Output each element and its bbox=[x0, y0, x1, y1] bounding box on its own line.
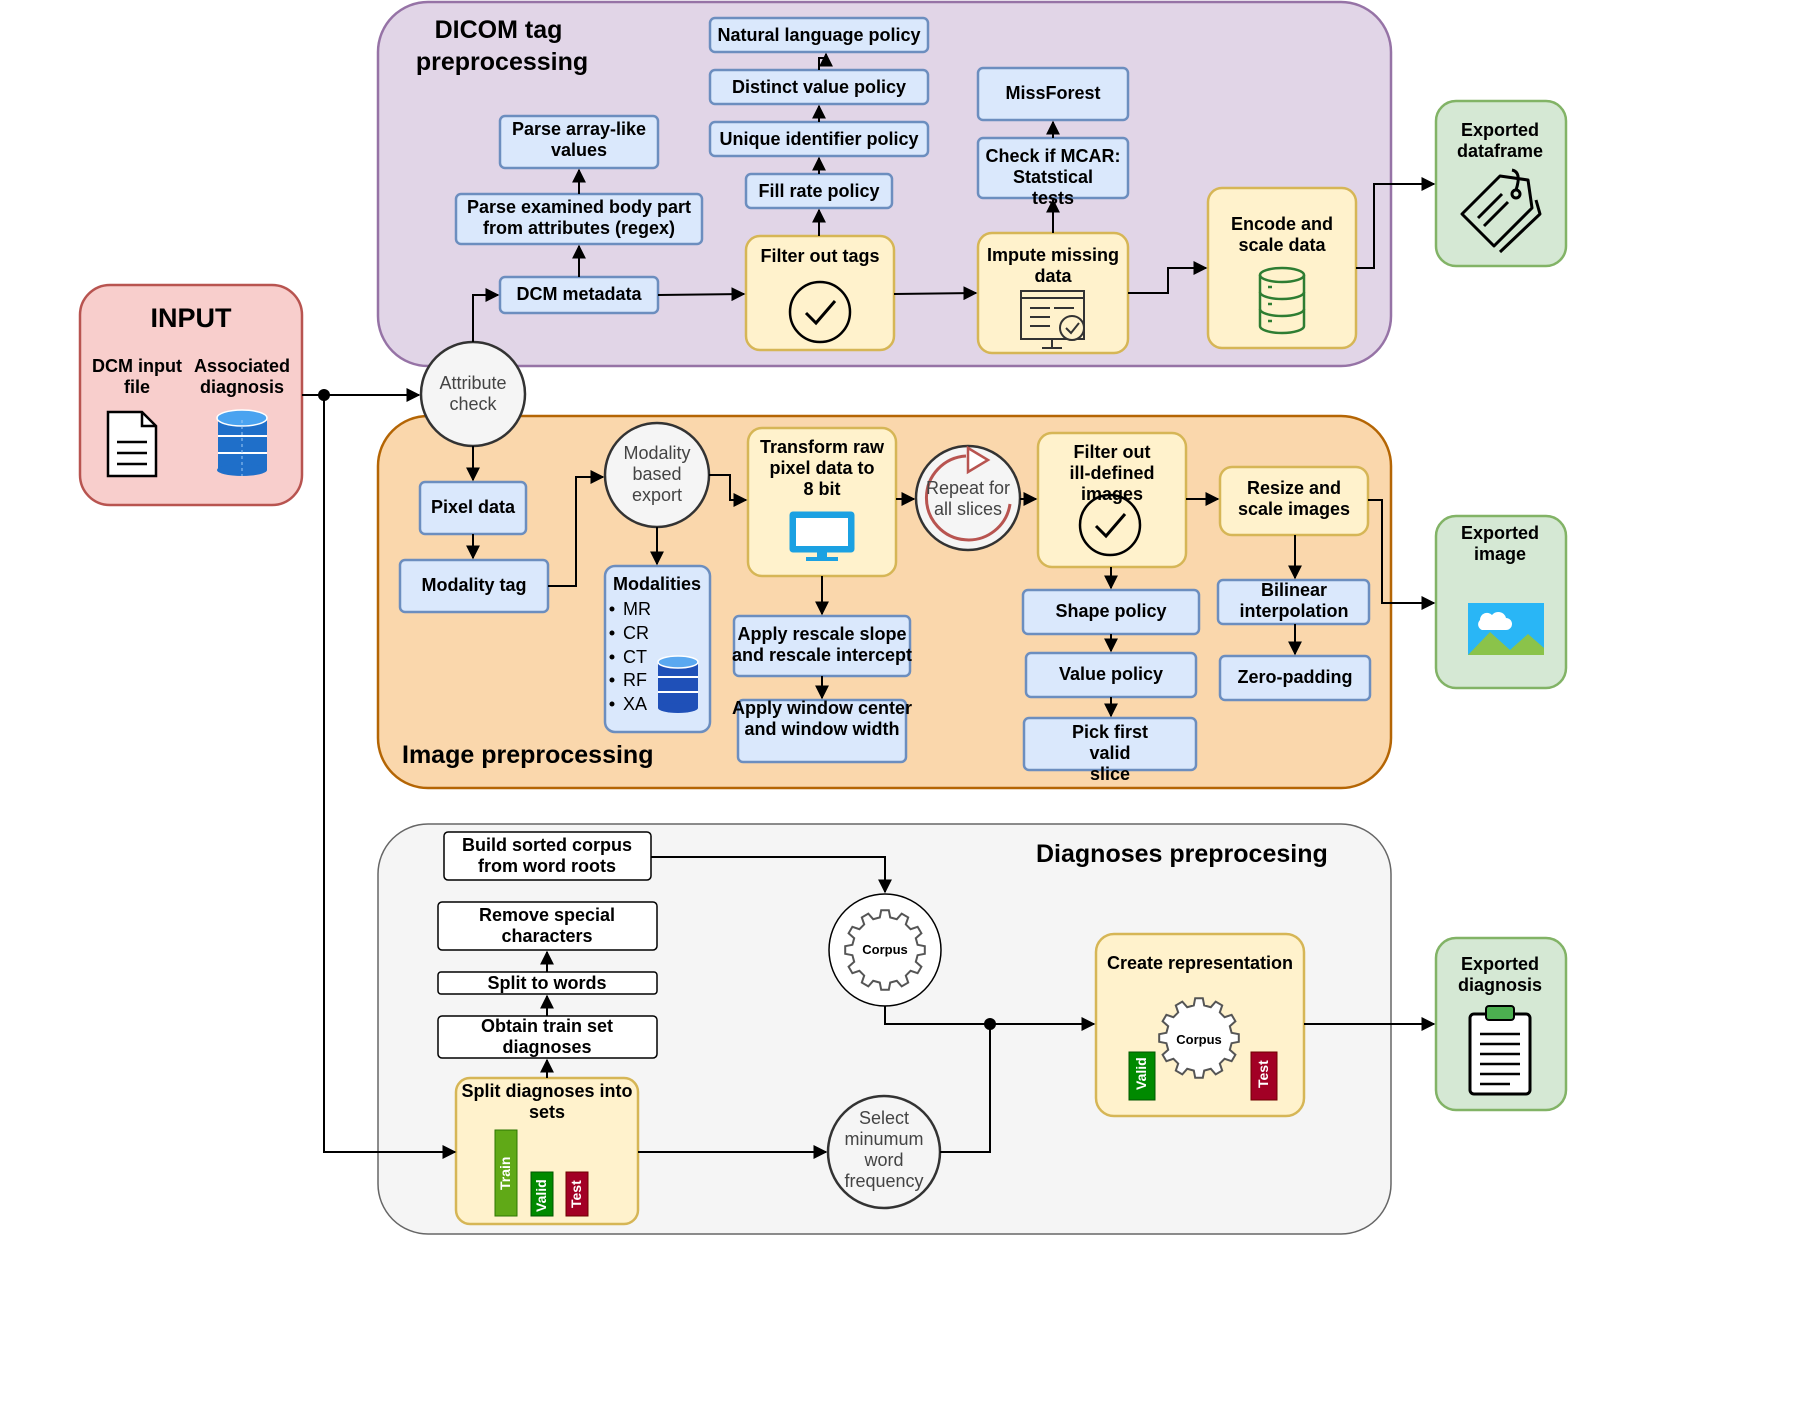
svg-text:MR: MR bbox=[623, 599, 651, 619]
document-icon bbox=[106, 410, 158, 478]
database-icon bbox=[216, 409, 268, 476]
svg-text:Natural language policy: Natural language policy bbox=[717, 25, 920, 45]
svg-text:MissForest: MissForest bbox=[1005, 83, 1100, 103]
valid-bar: Valid bbox=[1128, 1051, 1156, 1101]
gear-icon bbox=[1158, 997, 1240, 1079]
monitor-icon bbox=[789, 511, 855, 561]
svg-text:Corpus: Corpus bbox=[862, 942, 908, 957]
valid-bar: Valid bbox=[530, 1171, 554, 1217]
window-box bbox=[736, 698, 908, 764]
svg-text:Valid: Valid bbox=[533, 1179, 549, 1212]
exported-dataframe-box bbox=[1434, 99, 1568, 268]
svg-text:Value policy: Value policy bbox=[1059, 664, 1163, 684]
svg-text:Create representation: Create representation bbox=[1107, 953, 1293, 973]
database-icon bbox=[657, 655, 699, 713]
svg-text:Zero-padding: Zero-padding bbox=[1238, 667, 1353, 687]
svg-text:Modalities: Modalities bbox=[613, 574, 701, 594]
test-bar: Test bbox=[565, 1171, 589, 1217]
natural-language-policy-box bbox=[708, 16, 930, 54]
svg-text:CR: CR bbox=[623, 623, 649, 643]
svg-text:Shape policy: Shape policy bbox=[1055, 601, 1166, 621]
svg-text:Test: Test bbox=[1255, 1060, 1271, 1088]
pipeline-diagram: DICOM tag preprocessing Image preprocess… bbox=[78, 0, 1568, 1235]
svg-text:Pixel data: Pixel data bbox=[431, 497, 516, 517]
svg-text:Unique identifier policy: Unique identifier policy bbox=[719, 129, 918, 149]
check-circle-icon bbox=[788, 280, 852, 344]
svg-text:DCM metadata: DCM metadata bbox=[516, 284, 642, 304]
modalities-list: MR CR CT RF XA bbox=[609, 599, 651, 714]
svg-text:Fill rate policy: Fill rate policy bbox=[758, 181, 879, 201]
image-icon bbox=[1468, 603, 1544, 655]
zero-padding-box bbox=[1218, 654, 1372, 702]
gear-icon bbox=[844, 909, 926, 991]
svg-text:Split to words: Split to words bbox=[488, 973, 607, 993]
remove-special-box bbox=[437, 901, 658, 951]
check-circle-icon bbox=[1078, 493, 1142, 557]
svg-text:Filter out tags: Filter out tags bbox=[760, 246, 879, 266]
train-bar: Train bbox=[494, 1129, 518, 1217]
image-group-title: Image preprocessing bbox=[402, 741, 653, 769]
price-tag-icon bbox=[1460, 168, 1542, 254]
missforest-box bbox=[976, 66, 1130, 122]
svg-text:RF: RF bbox=[623, 670, 647, 690]
svg-text:XA: XA bbox=[623, 694, 647, 714]
database-stack-icon bbox=[1258, 266, 1306, 335]
connectors bbox=[302, 52, 1436, 1159]
svg-text:Distinct value policy: Distinct value policy bbox=[732, 77, 906, 97]
refresh-icon bbox=[924, 445, 1012, 542]
input-title: INPUT bbox=[151, 303, 233, 333]
svg-text:CT: CT bbox=[623, 647, 647, 667]
svg-text:Valid: Valid bbox=[1133, 1057, 1149, 1090]
pick-slice-box bbox=[1022, 716, 1198, 772]
parse-array-values-box bbox=[498, 114, 660, 170]
clipboard-icon bbox=[1468, 1005, 1532, 1096]
monitor-checklist-icon bbox=[1020, 290, 1085, 349]
diagnoses-group-title: Diagnoses preprocesing bbox=[1036, 840, 1328, 868]
svg-text:Corpus: Corpus bbox=[1176, 1032, 1222, 1047]
svg-text:Modality tag: Modality tag bbox=[421, 575, 526, 595]
bilinear-box bbox=[1216, 578, 1371, 626]
svg-text:Train: Train bbox=[497, 1157, 513, 1190]
dicom-group-title: DICOM tag preprocessing bbox=[416, 16, 588, 76]
test-bar: Test bbox=[1250, 1051, 1278, 1101]
svg-text:Test: Test bbox=[568, 1180, 584, 1208]
